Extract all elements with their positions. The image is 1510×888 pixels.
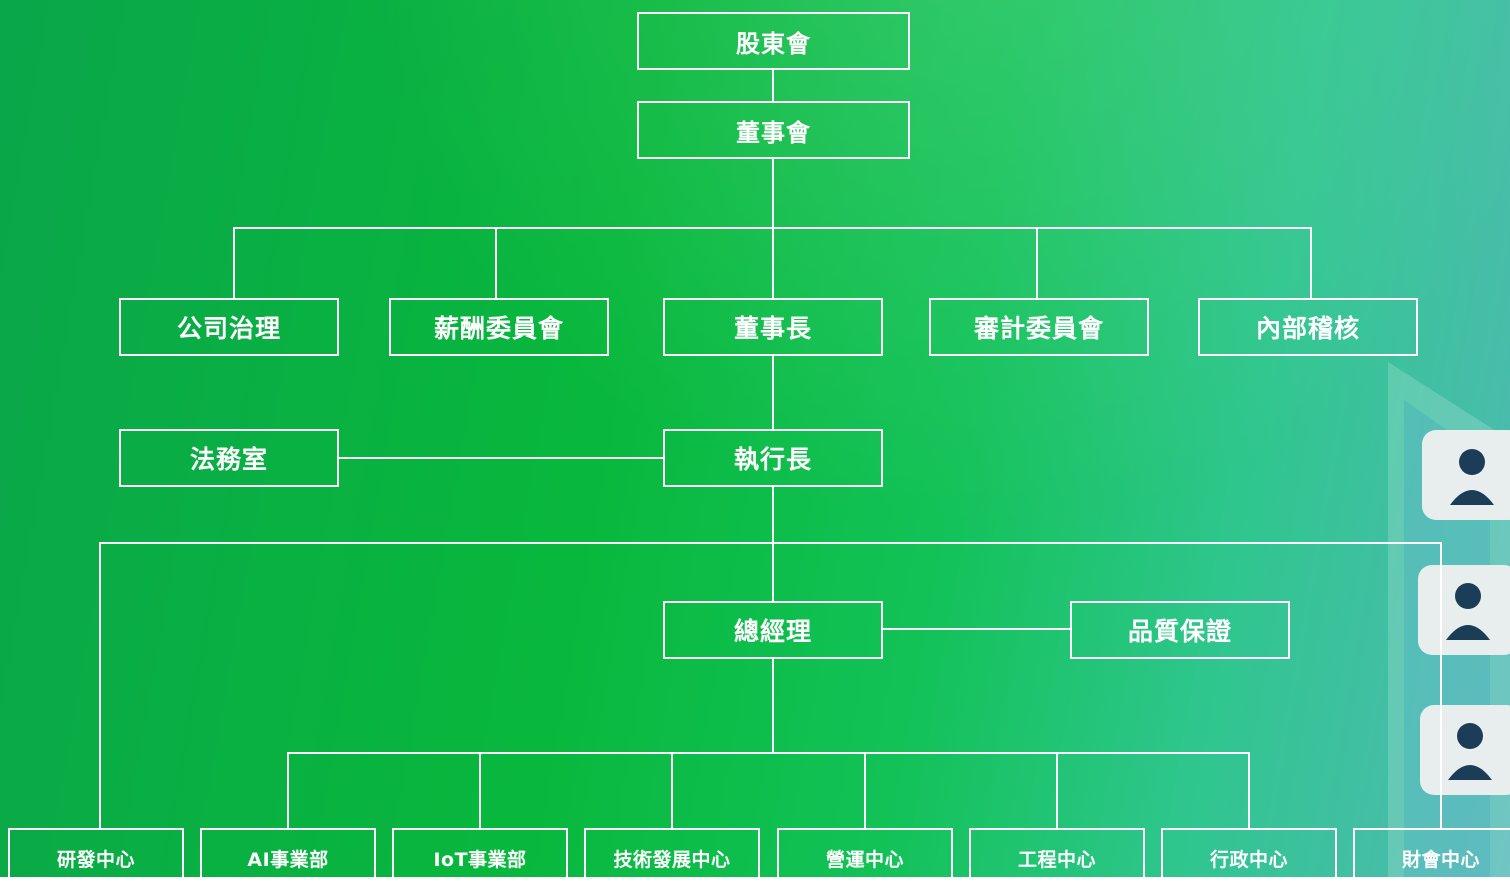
node-legal: 法務室 <box>119 429 339 487</box>
node-governance: 公司治理 <box>119 298 339 356</box>
node-dept-engineering: 工程中心 <box>969 828 1145 888</box>
person-cube-icon <box>1420 705 1510 795</box>
node-dept-operations: 營運中心 <box>777 828 953 888</box>
node-dept-admin: 行政中心 <box>1161 828 1337 888</box>
node-dept-iot: IoT事業部 <box>392 828 568 888</box>
node-shareholders: 股東會 <box>637 12 910 70</box>
connector-outer-bar <box>99 542 1442 828</box>
node-chairman: 董事長 <box>663 298 883 356</box>
connector-dept-bar <box>287 752 1250 828</box>
node-dept-rd: 研發中心 <box>8 828 184 888</box>
node-quality-assurance: 品質保證 <box>1070 601 1290 659</box>
node-dept-tech-dev: 技術發展中心 <box>584 828 760 888</box>
person-cube-icon <box>1422 430 1510 520</box>
connector-committee-bar <box>233 227 1312 298</box>
node-dept-finance: 財會中心 <box>1353 828 1510 888</box>
node-dept-ai: AI事業部 <box>200 828 376 888</box>
node-board: 董事會 <box>637 101 910 159</box>
node-audit-committee: 審計委員會 <box>929 298 1149 356</box>
node-compensation-committee: 薪酬委員會 <box>389 298 609 356</box>
node-general-manager: 總經理 <box>663 601 883 659</box>
node-ceo: 執行長 <box>663 429 883 487</box>
node-internal-audit: 內部稽核 <box>1198 298 1418 356</box>
